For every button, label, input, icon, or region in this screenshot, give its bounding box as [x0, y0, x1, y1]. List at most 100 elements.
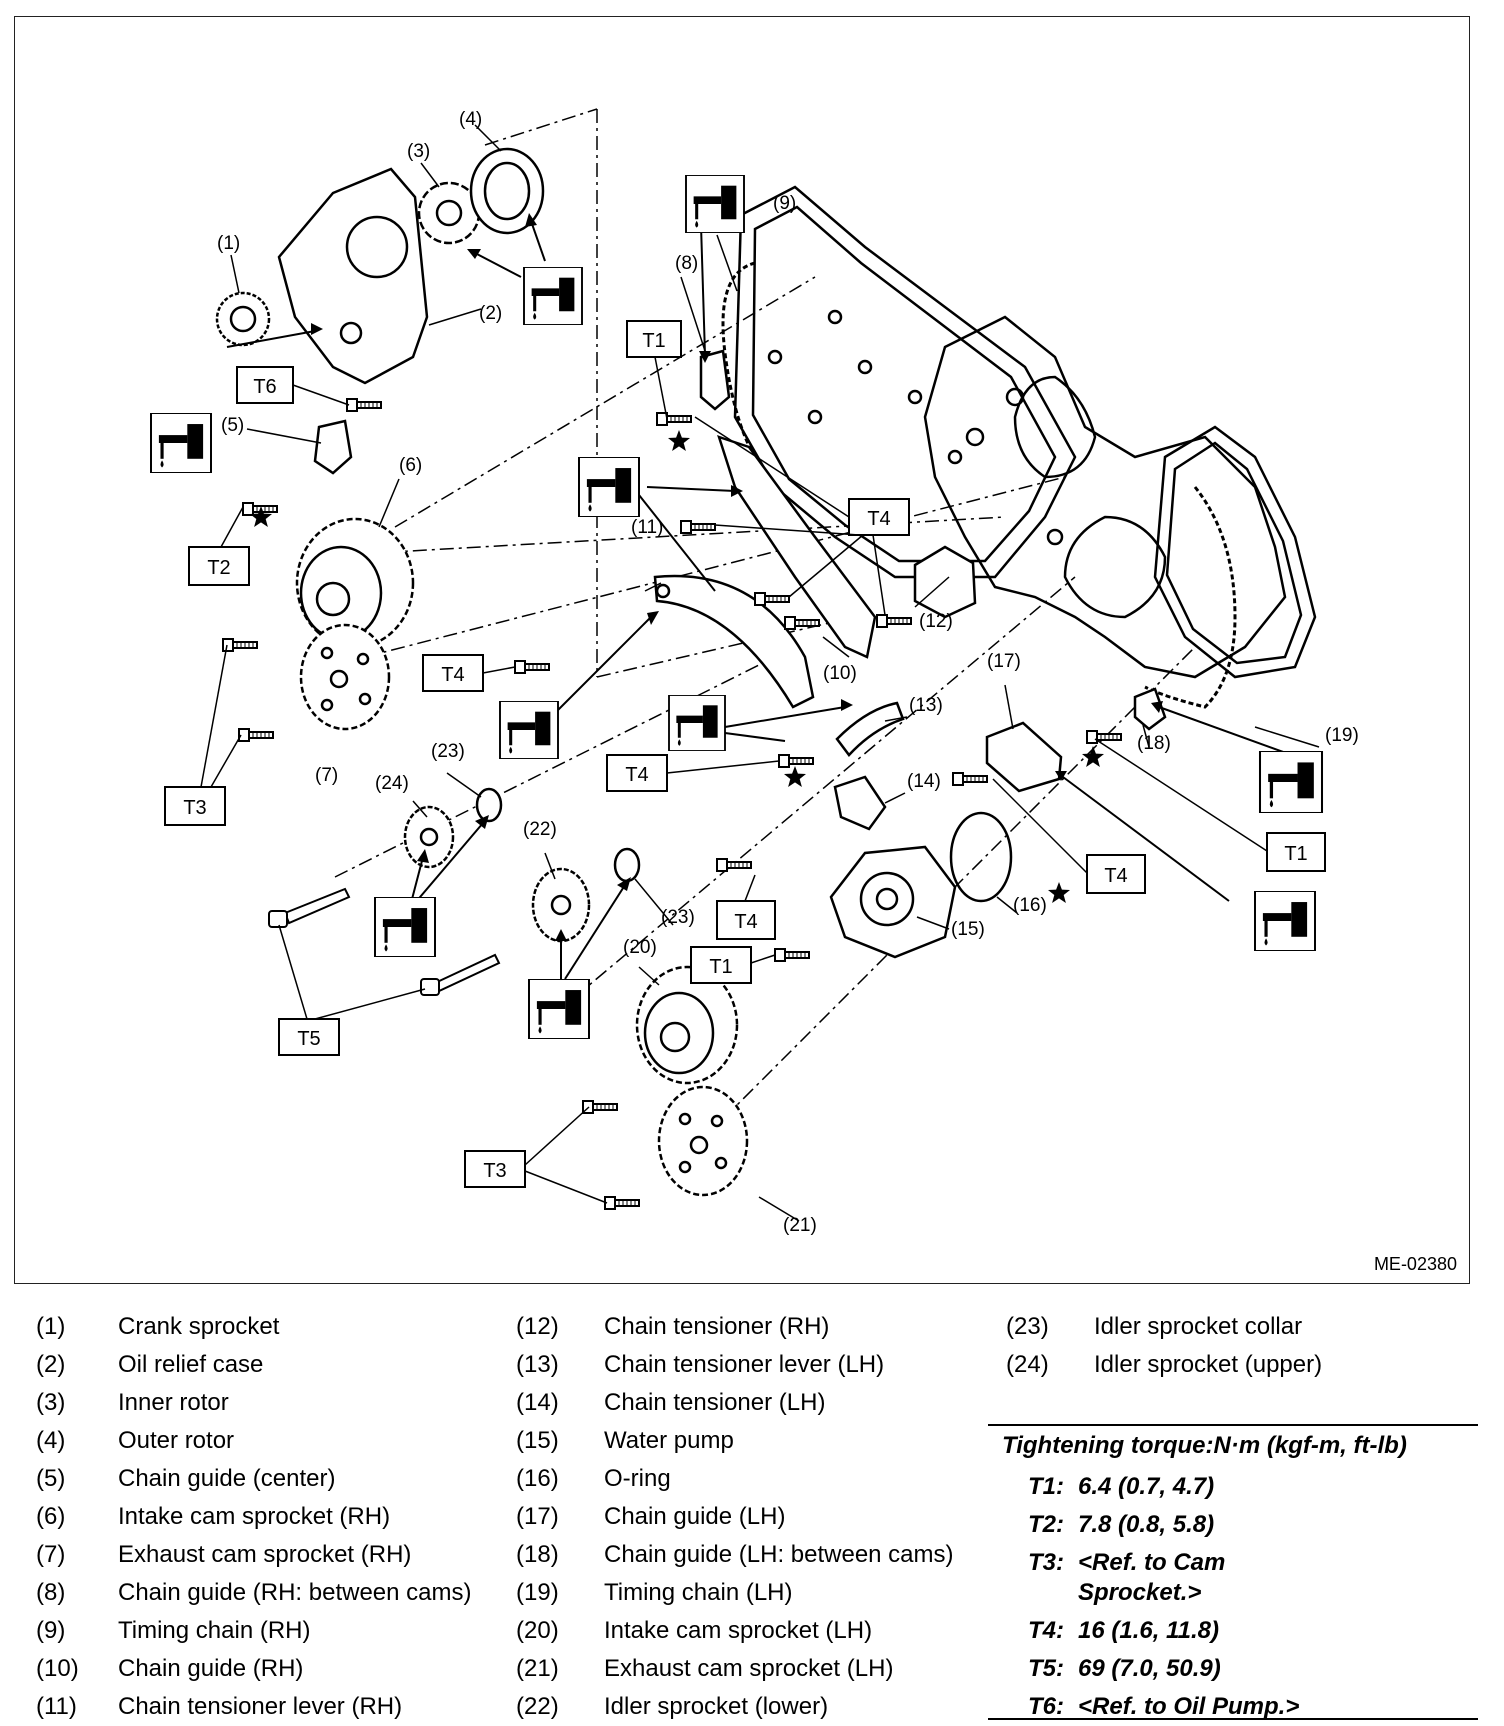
torque-value: 7.8 (0.8, 5.8) — [1078, 1511, 1215, 1538]
idler-sprocket-upper — [403, 805, 455, 869]
svg-text:T3: T3 — [483, 1160, 506, 1182]
legend-item-name: O-ring — [604, 1465, 671, 1492]
chain-tensioner-rh — [913, 545, 977, 619]
legend-item-name: Outer rotor — [118, 1427, 235, 1454]
callout-13: (13) — [909, 695, 943, 716]
callout-19: (19) — [1325, 725, 1359, 746]
callout-4: (4) — [459, 109, 482, 130]
o-ring — [949, 811, 1013, 903]
legend-item: (16) O-ring — [500, 1460, 954, 1498]
legend-item-number: (19) — [516, 1579, 559, 1606]
legend-item-number: (6) — [36, 1503, 66, 1530]
chain-tensioner-lh — [833, 775, 887, 831]
torque-tag-t1: T1 — [690, 946, 752, 984]
callout-labels: (1) (2) (3) (4) (5) (6) (7) (8) (9) (10)… — [217, 109, 1359, 1236]
legend-item-name: Chain tensioner lever (RH) — [118, 1693, 403, 1720]
legend-item-name: Exhaust cam sprocket (RH) — [118, 1541, 412, 1568]
svg-text:T1: T1 — [709, 956, 732, 978]
callout-12: (12) — [919, 611, 953, 632]
legend-item: (13)Chain tensioner lever (LH) — [500, 1346, 954, 1384]
torque-value: <Ref. to Oil Pump.> — [1078, 1693, 1300, 1720]
legend-item: (3)Inner rotor — [14, 1384, 472, 1422]
callout-10: (10) — [823, 663, 857, 684]
legend-item: (1)Crank sprocket — [14, 1308, 472, 1346]
legend-item: (24)Idler sprocket (upper) — [990, 1346, 1322, 1384]
legend-item-number: (16) — [516, 1465, 559, 1492]
svg-text:T6: T6 — [253, 376, 276, 398]
legend-column-3: (23)Idler sprocket collar(24)Idler sproc… — [990, 1308, 1322, 1384]
torque-spec-title: Tightening torque:N·m (kgf-m, ft-lb) — [1002, 1432, 1407, 1459]
torque-key: T2: — [1028, 1511, 1064, 1538]
exploded-diagram: T1 T6 T2 T4 T4 T4 T4 T4 T3 T1 T1 T5 T3 — [14, 16, 1470, 1284]
legend-item-number: (1) — [36, 1313, 66, 1340]
legend-item: (5)Chain guide (center) — [14, 1460, 472, 1498]
legend-item: (21)Exhaust cam sprocket (LH) — [500, 1650, 954, 1688]
legend-item-name: Chain guide (RH) — [118, 1655, 304, 1682]
legend-item: (11) Chain tensioner lever (RH) — [14, 1688, 472, 1726]
torque-tag-t4: T4 — [848, 498, 910, 536]
torque-row: T3: <Ref. to Cam Sprocket.> — [988, 1548, 1478, 1608]
water-pump — [829, 845, 957, 959]
idler-bolts — [268, 887, 501, 996]
legend-item-number: (15) — [516, 1427, 559, 1454]
torque-row: T5:69 (7.0, 50.9) — [988, 1654, 1478, 1684]
legend-item: (22)Idler sprocket (lower) — [500, 1688, 954, 1726]
chain-tensioner-lever-lh — [835, 701, 905, 757]
legend-item-number: (8) — [36, 1579, 66, 1606]
callout-1: (1) — [217, 233, 240, 254]
figure-id: ME-02380 — [1373, 1254, 1457, 1274]
legend-item: (19) Timing chain (LH) — [500, 1574, 954, 1612]
legend-item: (4)Outer rotor — [14, 1422, 472, 1460]
legend-item-number: (7) — [36, 1541, 66, 1568]
legend-item-number: (9) — [36, 1617, 66, 1644]
oil-arrows — [226, 220, 1298, 980]
torque-value: 6.4 (0.7, 4.7) — [1078, 1473, 1215, 1500]
callout-22: (22) — [523, 819, 557, 840]
legend-item-name: Intake cam sprocket (LH) — [604, 1617, 873, 1644]
torque-value: 16 (1.6, 11.8) — [1078, 1617, 1219, 1644]
exhaust-cam-sprocket-rh — [299, 623, 391, 731]
torque-tag-t1: T1 — [626, 320, 682, 358]
chain-guide-rh-between-cams — [699, 349, 731, 411]
engine-case — [923, 315, 1287, 679]
legend-item-name: Chain guide (RH: between cams) — [118, 1579, 472, 1606]
callout-3: (3) — [407, 141, 430, 162]
legend-item-name: Oil relief case — [118, 1351, 264, 1378]
legend-item-number: (21) — [516, 1655, 559, 1682]
legend-item-name: Chain guide (LH: between cams) — [604, 1541, 954, 1568]
arrowheads — [311, 213, 1163, 941]
diagram-drawing: T1 T6 T2 T4 T4 T4 T4 T4 T3 T1 T1 T5 T3 — [149, 108, 1359, 1236]
torque-tag-t4: T4 — [716, 900, 776, 940]
legend-item-name: Chain tensioner lever (LH) — [604, 1351, 885, 1378]
callout-24: (24) — [375, 773, 409, 794]
legend-item-number: (2) — [36, 1351, 66, 1378]
torque-key: T6: — [1028, 1693, 1064, 1720]
svg-text:T1: T1 — [1284, 843, 1307, 865]
callout-20: (20) — [623, 937, 657, 958]
legend-item: (2) Oil relief case — [14, 1346, 472, 1384]
svg-text:T4: T4 — [1104, 865, 1127, 887]
legend-item: (10)Chain guide (RH) — [14, 1650, 472, 1688]
legend-item-name: Timing chain (LH) — [604, 1579, 793, 1606]
legend-item-name: Intake cam sprocket (RH) — [118, 1503, 391, 1530]
torque-tag-t5: T5 — [278, 1018, 340, 1056]
chain-guide-lh — [985, 721, 1063, 793]
legend-item-name: Idler sprocket collar — [1094, 1313, 1303, 1340]
torque-spec-rows: T1:6.4 (0.7, 4.7)T2:7.8 (0.8, 5.8)T3:<Re… — [988, 1472, 1478, 1722]
legend-item-name: Inner rotor — [118, 1389, 229, 1416]
torque-key: T4: — [1028, 1617, 1064, 1644]
torque-value: <Ref. to Cam Sprocket.> — [1078, 1549, 1226, 1606]
svg-text:T4: T4 — [441, 664, 464, 686]
outer-rotor — [469, 147, 545, 235]
callout-5: (5) — [221, 415, 244, 436]
callout-16: (16) — [1013, 895, 1047, 916]
legend-item-name: Chain tensioner (LH) — [604, 1389, 826, 1416]
legend-item-number: (11) — [36, 1693, 77, 1720]
legend-item-number: (22) — [516, 1693, 559, 1720]
oil-relief-case — [277, 167, 429, 385]
torque-key: T3: — [1028, 1549, 1064, 1576]
legend-item: (6) Intake cam sprocket (RH) — [14, 1498, 472, 1536]
torque-tag-t1: T1 — [1266, 832, 1326, 872]
inner-rotor — [417, 181, 481, 245]
chain-tensioner-lever-rh — [653, 574, 815, 709]
